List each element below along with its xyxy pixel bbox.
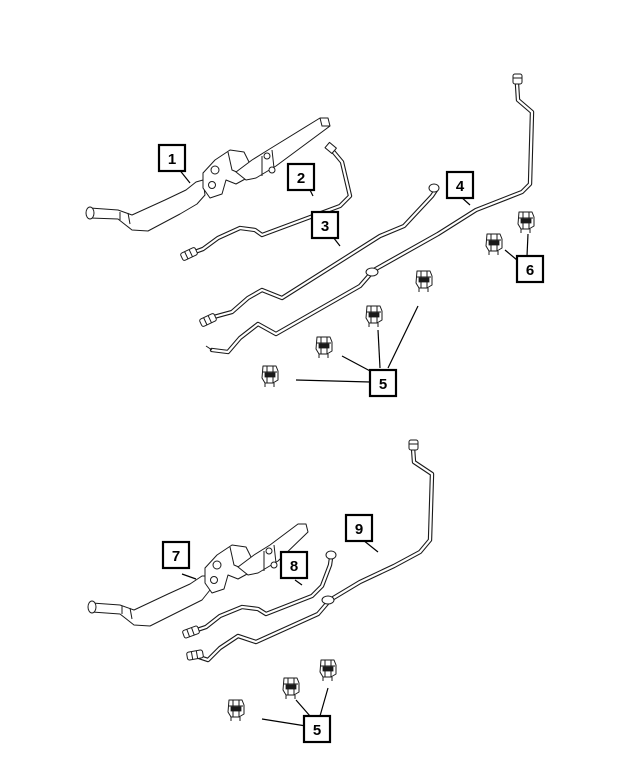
clip-top-1 bbox=[415, 270, 433, 293]
fuel-tube-8 bbox=[181, 550, 337, 639]
callout-8: 8 bbox=[279, 550, 309, 580]
callout-2-label: 2 bbox=[297, 170, 305, 187]
callout-4-label: 4 bbox=[456, 178, 465, 195]
fuel-tube-4 bbox=[205, 73, 535, 355]
callout-1: 1 bbox=[157, 143, 187, 173]
callout-5-bottom-label: 5 bbox=[313, 722, 321, 739]
callout-2: 2 bbox=[286, 162, 316, 192]
bottom-assembly: 7 8 9 5 bbox=[87, 439, 435, 744]
callout-5-bottom: 5 bbox=[302, 714, 332, 744]
callout-3: 3 bbox=[310, 210, 340, 240]
callout-4: 4 bbox=[445, 170, 475, 200]
clip-bottom-3 bbox=[227, 699, 245, 722]
callout-6-label: 6 bbox=[526, 262, 534, 279]
clip-top-3 bbox=[315, 336, 333, 359]
fuel-tube-3 bbox=[198, 183, 440, 328]
callout-5-top-label: 5 bbox=[379, 376, 387, 393]
callout-7-label: 7 bbox=[172, 548, 180, 565]
filler-bracket-assembly-bottom bbox=[87, 523, 309, 627]
callout-3-label: 3 bbox=[321, 218, 329, 235]
callout-8-label: 8 bbox=[290, 558, 298, 575]
top-assembly: 1 2 3 4 6 5 bbox=[85, 73, 545, 398]
clip-bottom-2 bbox=[282, 677, 300, 700]
clip-bottom-1 bbox=[319, 659, 337, 682]
callout-1-label: 1 bbox=[168, 151, 176, 168]
filler-bracket-assembly-top bbox=[85, 117, 331, 232]
callout-6: 6 bbox=[515, 254, 545, 284]
callout-5-top: 5 bbox=[368, 368, 398, 398]
clip-top-6b bbox=[485, 233, 503, 256]
clip-top-4 bbox=[261, 365, 279, 388]
callout-9: 9 bbox=[344, 513, 374, 543]
callout-9-label: 9 bbox=[355, 521, 363, 538]
clip-top-2 bbox=[365, 305, 383, 328]
fuel-tube-2 bbox=[179, 141, 353, 262]
fuel-tube-9 bbox=[185, 439, 435, 663]
clip-top-6a bbox=[517, 211, 535, 234]
callout-7: 7 bbox=[161, 540, 191, 570]
